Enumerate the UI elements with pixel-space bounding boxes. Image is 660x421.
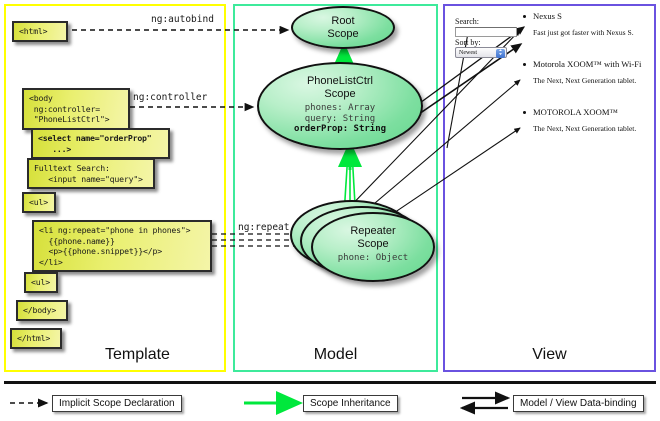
- scope-repeater-title-1: Repeater: [350, 225, 396, 237]
- phone-name: MOTOROLA XOOM™: [533, 107, 618, 117]
- prop-query: query: String: [304, 113, 376, 124]
- sort-label: Sort by:: [455, 38, 481, 47]
- scope-phonelistctrl-title-1: PhoneListCtrl: [306, 75, 374, 87]
- phone-snippet: The Next, Next Generation tablet.: [533, 124, 637, 133]
- code-box-fulltext-search: Fulltext Search: <input name="query">: [27, 158, 155, 189]
- code-box-html-open: <html>: [12, 21, 68, 42]
- legend-item-scope-inheritance: Scope Inheritance: [303, 395, 398, 412]
- legend-double-arrow: [459, 391, 511, 415]
- code-box-ul-open: <ul>: [22, 192, 56, 213]
- scope-root-title-2: Scope: [327, 27, 359, 40]
- search-label: Search:: [455, 17, 479, 26]
- code-box-select-tag: <select name="orderProp" ...>: [31, 128, 170, 159]
- scope-repeater: Repeater Scope phone: Object: [311, 212, 435, 282]
- bullet-icon: [523, 111, 526, 114]
- code-box-body-open: <body ng:controller= "PhoneListCtrl">: [22, 88, 130, 130]
- phone-name: Motorola XOOM™ with Wi-Fi: [533, 59, 642, 69]
- panel-view-label: View: [532, 346, 567, 363]
- scope-repeater-title-2: Scope: [357, 237, 389, 250]
- code-box-body-close: </body>: [16, 300, 68, 321]
- scope-phonelistctrl: PhoneListCtrl Scope phones: Array query:…: [257, 62, 423, 150]
- panel-model: Model: [233, 4, 438, 372]
- bullet-icon: [523, 63, 526, 66]
- scope-root: Root Scope: [291, 6, 395, 49]
- phone-name: Nexus S: [533, 11, 562, 21]
- code-box-li-repeat: <li ng:repeat="phone in phones"> {{phone…: [32, 220, 212, 272]
- prop-phone: phone: Object: [337, 253, 409, 263]
- search-input[interactable]: [455, 27, 517, 37]
- phone-snippet: Fast just got faster with Nexus S.: [533, 28, 634, 37]
- legend-item-model-view-data-binding: Model / View Data-binding: [513, 395, 644, 412]
- scope-phonelistctrl-props: phones: Array query: String orderProp: S…: [259, 103, 421, 135]
- bullet-icon: [523, 15, 526, 18]
- edge-label-ng-repeat: ng:repeat: [238, 222, 290, 233]
- prop-phones: phones: Array: [304, 103, 376, 113]
- phone-list-item-3[interactable]: MOTOROLA XOOM™ The Next, Next Generation…: [523, 107, 655, 133]
- sort-select-value: Newest: [459, 50, 477, 56]
- code-box-html-close: </html>: [10, 328, 62, 349]
- sort-select[interactable]: Newest ▲▼: [455, 47, 507, 58]
- edge-label-ng-autobind: ng:autobind: [151, 14, 214, 25]
- panel-model-label: Model: [313, 346, 358, 363]
- scope-root-title-1: Root: [331, 15, 355, 27]
- panel-template-label: Template: [105, 346, 170, 363]
- edge-label-ng-controller: ng:controller: [133, 92, 208, 103]
- code-box-ul-close: <ul>: [24, 272, 58, 293]
- legend-divider: [4, 381, 656, 384]
- phone-snippet: The Next, Next Generation tablet.: [533, 76, 637, 85]
- prop-orderprop: orderProp: String: [293, 124, 387, 134]
- scope-repeater-props: phone: Object: [313, 253, 433, 264]
- phone-list-item-1[interactable]: Nexus S Fast just got faster with Nexus …: [523, 11, 653, 37]
- legend-item-implicit-scope-declaration: Implicit Scope Declaration: [52, 395, 182, 412]
- phone-list-item-2[interactable]: Motorola XOOM™ with Wi-Fi The Next, Next…: [523, 59, 655, 85]
- chevron-updown-icon[interactable]: ▲▼: [496, 49, 505, 58]
- scope-phonelistctrl-title-2: Scope: [324, 87, 356, 100]
